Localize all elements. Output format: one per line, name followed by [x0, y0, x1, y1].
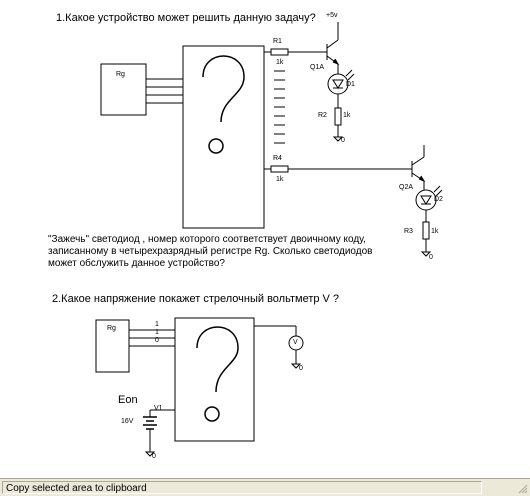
question-1-description: "Зажечь" светодиод , номер которого соот…	[48, 234, 388, 270]
led-d1-ring	[327, 73, 349, 95]
bit-label-2: 1	[155, 329, 159, 336]
q1-label: Q1A	[310, 64, 325, 71]
source-voltage-label: 16V	[121, 418, 134, 425]
source-name-label: Eon	[118, 394, 138, 406]
question-mark2-icon	[196, 326, 239, 422]
question-1-text: 1.Какое устройство может решить данную з…	[56, 12, 316, 24]
resize-grip-icon[interactable]	[516, 482, 528, 494]
question-2-text: 2.Какое напряжение покажет стрелочный во…	[52, 293, 340, 305]
question-mark-icon	[202, 55, 245, 154]
battery-symbol	[143, 416, 157, 430]
d1-label: D1	[346, 81, 355, 88]
resistor-r3	[422, 221, 430, 240]
r1-label: R1	[273, 38, 282, 45]
voltmeter-label: V	[293, 339, 298, 346]
register-rg-box	[100, 63, 147, 116]
r2-label: R2	[318, 112, 327, 119]
r3-label: R3	[404, 228, 413, 235]
unknown-device-box	[182, 45, 265, 229]
resistor-r2	[334, 107, 342, 126]
r4-label: R4	[273, 155, 282, 162]
description-line-2: записанному в четырехразрядный регистре …	[48, 246, 373, 257]
q2-label: Q2A	[399, 184, 414, 191]
supply-label: +5v	[326, 12, 338, 19]
source-ref-label: V1	[154, 405, 163, 412]
ground-2-label: 0	[429, 254, 433, 261]
bit-label-3: 0	[155, 337, 159, 344]
r1-value: 1k	[276, 59, 284, 66]
register-label: Rg	[116, 71, 125, 78]
transistor-q2	[411, 156, 426, 183]
diagram-canvas: 1.Какое устройство может решить данную з…	[48, 12, 443, 460]
voltmeter-ground-label: 0	[299, 365, 303, 372]
status-text: Copy selected area to clipboard	[2, 481, 482, 494]
source-ground-label: 0	[152, 453, 156, 460]
schematic-drawing	[95, 22, 443, 457]
bit-label-1: 1	[155, 321, 159, 328]
r3-value: 1k	[431, 228, 439, 235]
register2-label: Rg	[107, 325, 116, 332]
transistor-q1	[326, 39, 340, 66]
unknown-device2-box	[174, 317, 255, 442]
resistor-r1	[270, 48, 289, 56]
resistor-r4	[270, 165, 289, 173]
register-rg2-box	[95, 319, 130, 373]
description-line-3: может обслужить данное устройство?	[48, 258, 225, 269]
d2-label: D2	[434, 196, 443, 203]
description-line-1: "Зажечь" светодиод , номер которого соот…	[48, 234, 366, 245]
r4-value: 1k	[276, 176, 284, 183]
led-d2-ring	[415, 189, 437, 211]
status-bar: Copy selected area to clipboard	[0, 478, 530, 496]
ground-1-label: 0	[341, 137, 345, 144]
r2-value: 1k	[343, 112, 351, 119]
